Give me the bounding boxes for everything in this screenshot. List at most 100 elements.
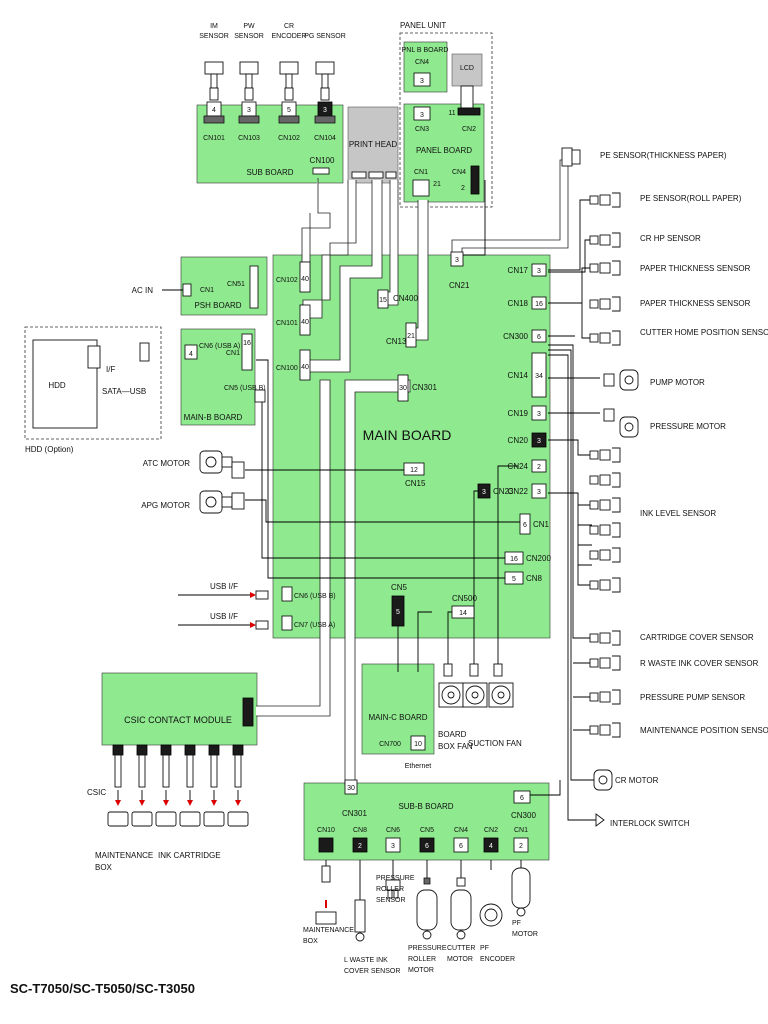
subb-cn2-pins: 4 — [489, 843, 493, 850]
apg-motor-icon — [199, 490, 245, 514]
right-sensor-body-7 — [599, 499, 611, 511]
sub-b-board-title: SUB-B BOARD — [398, 802, 453, 811]
sub-connector-socket-1 — [238, 115, 260, 124]
right-sensor-plug-10 — [589, 580, 599, 590]
cn15-pins: 12 — [410, 467, 418, 474]
main-cn1-connector — [519, 513, 531, 535]
right-sensor-head-2 — [612, 260, 621, 276]
right-sensor-body-14 — [599, 724, 611, 736]
cn100-label: CN100 — [310, 156, 335, 165]
right-sensor-plug-6 — [589, 475, 599, 485]
subb-cn8-pins: 2 — [358, 843, 362, 850]
mainb-cn6-connector — [184, 344, 198, 360]
right-sensor-head-13 — [612, 689, 621, 705]
csic-lead-4 — [210, 754, 218, 788]
csic-lead-1 — [138, 754, 146, 788]
sub-connector-pins-1: 3 — [247, 107, 251, 114]
pnl-cn4-label: CN4 — [415, 59, 429, 66]
csic-lead-0 — [114, 754, 122, 788]
right-sensor-body-8 — [599, 524, 611, 536]
ink-cartridge-2 — [155, 811, 177, 827]
cutter-home-label: CUTTER HOME POSITION SENSOR — [640, 328, 768, 337]
main-cn22-connector — [531, 483, 547, 499]
cn13-pins: 21 — [407, 333, 415, 340]
sub-sensor-plug-3 — [320, 87, 330, 101]
cn400-connector — [377, 289, 389, 309]
cable-cn100-cn102 — [301, 178, 331, 263]
cn100-connector — [312, 167, 330, 175]
pts2-label: PAPER THICKNESS SENSOR — [640, 299, 751, 308]
right-sensor-plug-2 — [589, 263, 599, 273]
main-cn102-label: CN102 — [276, 277, 298, 284]
pressure-motor-label: PRESSURE MOTOR — [650, 422, 726, 431]
sub-connector-label-0: CN101 — [203, 135, 225, 142]
sub-sensor-icon-2 — [279, 61, 299, 75]
sub-connector-socket-3 — [314, 115, 336, 124]
right-sensor-head-12 — [612, 655, 621, 671]
psh-cn51-label: CN51 — [227, 281, 245, 288]
ink-cartridge-label: INK CARTRIDGE — [158, 851, 221, 860]
sub-sensor-lead-3 — [321, 73, 329, 89]
cn8-label: CN8 — [526, 574, 543, 583]
interlock-switch-icon — [595, 813, 605, 827]
main-cn24-pins: 2 — [537, 464, 541, 471]
main-cn102-connector — [299, 261, 311, 293]
cr-motor-label: CR MOTOR — [615, 776, 659, 785]
usb-if-1-label: USB I/F — [210, 582, 238, 591]
pf-encoder-icon — [479, 903, 503, 927]
right-sensor-body-13 — [599, 691, 611, 703]
cn13-connector — [405, 322, 417, 348]
cn3-label: CN3 — [415, 126, 429, 133]
sub-sensor-lead-2 — [285, 73, 293, 89]
mainb-cn1-label: CN1 — [226, 350, 240, 357]
cn2-label: CN2 — [462, 126, 476, 133]
ink-cartridge-4 — [203, 811, 225, 827]
atc-motor-label: ATC MOTOR — [143, 459, 190, 468]
sub-connector-label-3: CN104 — [314, 135, 336, 142]
subb-cn1-connector — [513, 837, 529, 853]
cn200-connector — [504, 551, 524, 565]
subb-cn5-label: CN5 — [420, 827, 434, 834]
hdd-sata-usb-label: SATA—USB — [102, 387, 146, 396]
panel-cn1-pins: 21 — [433, 181, 441, 188]
print-head-label: PRINT HEAD — [349, 140, 398, 149]
lcd-display — [451, 53, 483, 87]
right-sensor-plug-1 — [589, 235, 599, 245]
main-cn19-pins: 3 — [537, 411, 541, 418]
sub-connector-label-2: CN102 — [278, 135, 300, 142]
pe-roll-label: PE SENSOR(ROLL PAPER) — [640, 194, 742, 203]
pressure-roller-sensor-icon — [385, 879, 401, 899]
main-board-right-connectors: 3CN1716CN186CN30034CN143CN193CN202CN243C… — [503, 263, 547, 499]
maintenance-box-cartridge-0 — [107, 811, 129, 827]
csic-contact-0 — [112, 744, 124, 756]
main-cn20-label: CN20 — [508, 436, 529, 445]
main-cn17-pins: 3 — [537, 268, 541, 275]
right-sensor-body-10 — [599, 579, 611, 591]
main-cn22-label: CN22 — [508, 487, 529, 496]
pnl-cn4-connector — [413, 72, 431, 87]
sub-connector-pins-0: 4 — [212, 107, 216, 114]
right-sensor-plug-11 — [589, 633, 599, 643]
l-waste-ink-sensor-icon — [354, 899, 366, 942]
psh-board-title: PSH BOARD — [194, 301, 241, 310]
right-sensor-body-6 — [599, 474, 611, 486]
pressure-pump-label: PRESSURE PUMP SENSOR — [640, 693, 745, 702]
maintenance-box-small-icon — [315, 865, 337, 925]
subb-cn8-connector — [352, 837, 368, 853]
cn2-connector — [457, 107, 481, 116]
right-sensor-body-9 — [599, 549, 611, 561]
right-sensor-plug-8 — [589, 525, 599, 535]
usb-if-2-label: USB I/F — [210, 612, 238, 621]
main-board-title: MAIN BOARD — [363, 427, 452, 443]
hdd-drive — [32, 339, 98, 429]
main-cn5-label: CN5 — [391, 583, 408, 592]
subb-cn300-connector — [513, 790, 531, 804]
csic-arrow-0-icon — [115, 800, 121, 806]
sub-sensor-icon-0 — [204, 61, 224, 75]
sub-connector-pins-3: 3 — [323, 107, 327, 114]
mainb-cn5-label: CN5 (USB B) — [224, 385, 266, 392]
subb-cn10-connector — [318, 837, 334, 853]
main-cn1-pins: 6 — [523, 522, 527, 529]
main-cn100-pins: 40 — [301, 364, 309, 371]
